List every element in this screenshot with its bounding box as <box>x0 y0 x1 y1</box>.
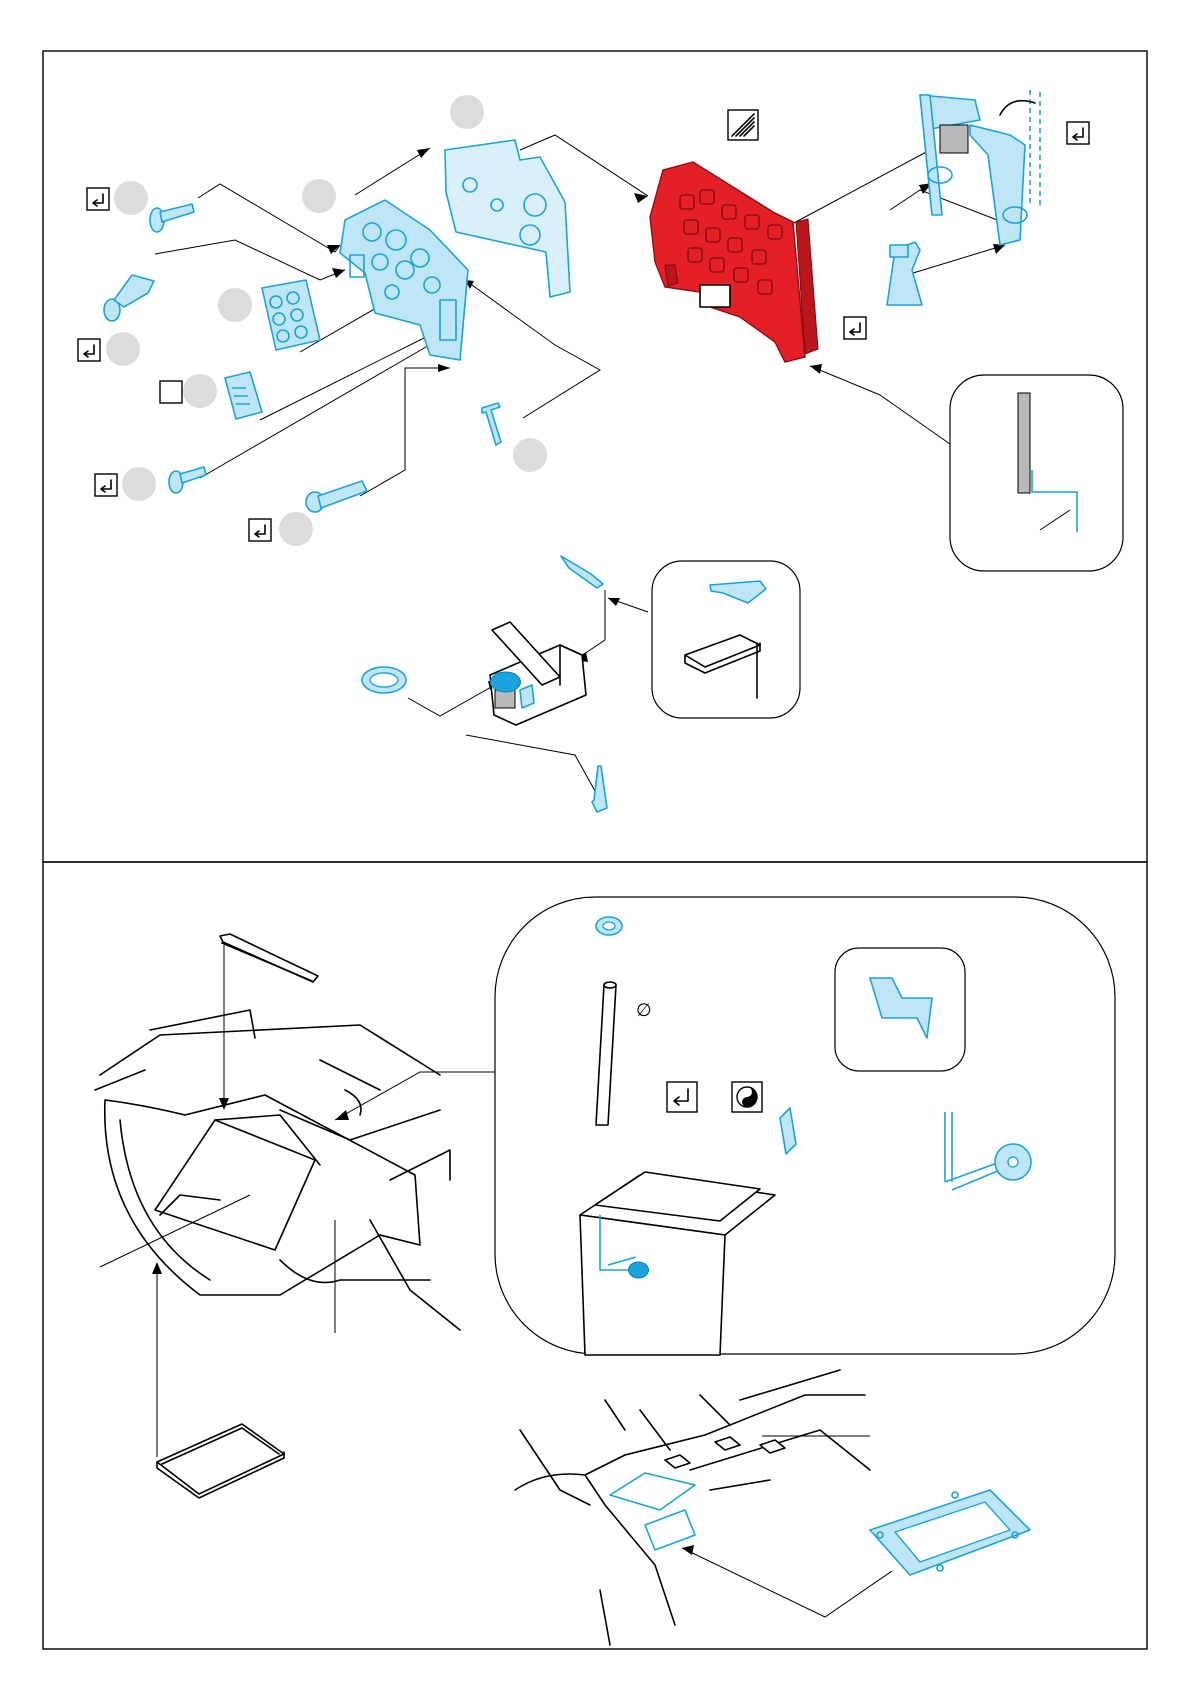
fan-bracket-part <box>887 242 922 305</box>
bend-symbol <box>249 519 271 541</box>
detail-callout-reflector <box>652 561 800 718</box>
number-badge <box>279 512 313 546</box>
number-badge <box>513 438 547 472</box>
detail-callout-tube: ∅ <box>495 897 1115 1355</box>
panel-frames <box>43 51 1147 1649</box>
number-badge <box>183 374 217 408</box>
number-badge <box>218 288 252 322</box>
gunsight-base <box>490 622 586 725</box>
instrument-panel-photoetch <box>340 200 468 360</box>
bottom-panel: ∅ <box>95 897 1115 1645</box>
gunsight-assembly <box>362 556 800 812</box>
number-badge <box>450 95 484 129</box>
number-badge <box>302 179 336 213</box>
bend-symbol <box>1067 122 1089 144</box>
seat-frame-part <box>920 90 1040 245</box>
detail-callout-plate <box>835 948 965 1071</box>
dial-cluster-part <box>262 280 320 350</box>
yin-yang-symbol <box>732 1082 762 1112</box>
blank-symbol-box <box>160 381 182 403</box>
instrument-panel-kit-part <box>650 162 818 362</box>
top-panel <box>78 90 1123 812</box>
lever-part-3 <box>169 467 206 493</box>
gunsight-ring-part <box>362 667 406 693</box>
bend-symbol <box>844 317 866 339</box>
gunsight-reflector-part <box>561 556 603 588</box>
fuselage-spine <box>515 1370 870 1645</box>
lever-part-1 <box>150 204 194 232</box>
bend-symbol <box>87 188 109 210</box>
tube-cap-part <box>596 917 622 935</box>
switch-box-part <box>225 372 262 419</box>
bend-symbol <box>667 1082 697 1112</box>
number-badge <box>114 181 148 215</box>
number-badge <box>106 332 140 366</box>
seat-part <box>155 1115 320 1250</box>
hatch-frame-part <box>870 1490 1030 1575</box>
leader-lines-top <box>155 135 1010 800</box>
hatch-symbol <box>728 110 758 140</box>
detail-callout-edge <box>950 375 1123 571</box>
lever-part-2 <box>104 275 154 321</box>
lever-part-4 <box>306 481 367 512</box>
seat-pad-part <box>157 1424 284 1498</box>
bend-symbol <box>78 339 100 361</box>
number-badge <box>122 467 156 501</box>
t-handle-part <box>482 403 501 445</box>
bend-symbol <box>95 474 117 496</box>
seat-cushion-part <box>220 934 318 982</box>
diameter-symbol: ∅ <box>636 1000 652 1020</box>
